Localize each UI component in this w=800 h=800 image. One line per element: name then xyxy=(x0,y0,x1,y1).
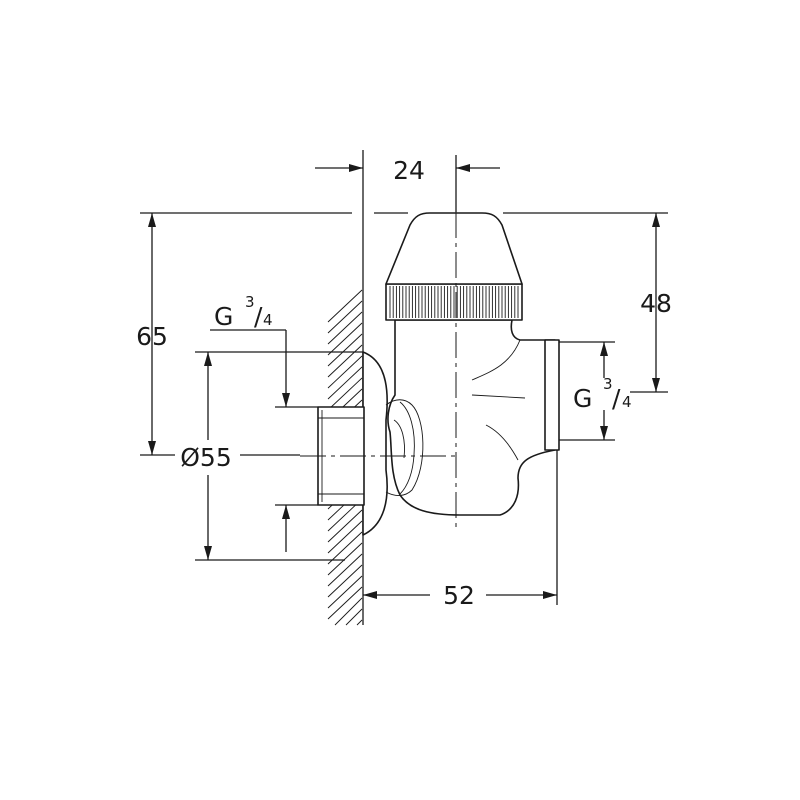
dim-65-label: 65 xyxy=(136,322,168,351)
valve-nut xyxy=(385,399,424,496)
dimension-65: 65 xyxy=(136,213,300,456)
dim-52-label: 52 xyxy=(443,581,475,610)
dim-diameter-label: Ø55 xyxy=(180,443,232,472)
thread-callout-right: G 3 / 4 xyxy=(559,341,632,441)
thread-left-slash: / xyxy=(254,302,263,331)
thread-left-denominator: 4 xyxy=(263,311,273,329)
hatch-line xyxy=(345,608,363,626)
hatch-line xyxy=(334,597,363,626)
hatch-line xyxy=(356,619,363,626)
hatch-line xyxy=(327,355,363,389)
hatch-line xyxy=(327,531,363,565)
rosette xyxy=(362,351,388,536)
thread-right-numerator: 3 xyxy=(603,375,613,393)
hatch-line xyxy=(327,300,363,334)
thread-right-slash: / xyxy=(612,384,621,413)
hatch-line xyxy=(327,322,363,356)
dim-48-label: 48 xyxy=(640,289,672,318)
thread-right-denominator: 4 xyxy=(622,393,632,411)
knurled-ring xyxy=(385,283,523,321)
dimension-diameter-55: Ø55 xyxy=(180,351,363,561)
dimension-48: 48 xyxy=(630,213,672,393)
hatch-line xyxy=(327,564,363,598)
thread-left-letter: G xyxy=(214,302,233,331)
hatch-line xyxy=(327,344,363,378)
hatch-line xyxy=(327,333,363,367)
hatch-line xyxy=(327,542,363,576)
hatch-line xyxy=(327,366,363,400)
hatch-line xyxy=(327,311,363,345)
thread-left-numerator: 3 xyxy=(245,293,255,311)
hatch-line xyxy=(327,586,363,620)
valve-cap xyxy=(385,212,523,285)
dim-24-label: 24 xyxy=(393,156,425,185)
hatch-line xyxy=(327,289,363,323)
dimension-24: 24 xyxy=(315,150,500,213)
thread-callout-left: G 3 / 4 xyxy=(210,293,318,552)
valve-body xyxy=(387,319,556,516)
hatch-line xyxy=(327,575,363,609)
thread-right-letter: G xyxy=(573,384,592,413)
hatch-line xyxy=(327,553,363,587)
right-outlet xyxy=(544,339,560,451)
hatch-line xyxy=(327,520,363,554)
hatch-line xyxy=(327,509,363,543)
dimension-52: 52 xyxy=(363,450,558,610)
hatch-line xyxy=(327,377,363,411)
